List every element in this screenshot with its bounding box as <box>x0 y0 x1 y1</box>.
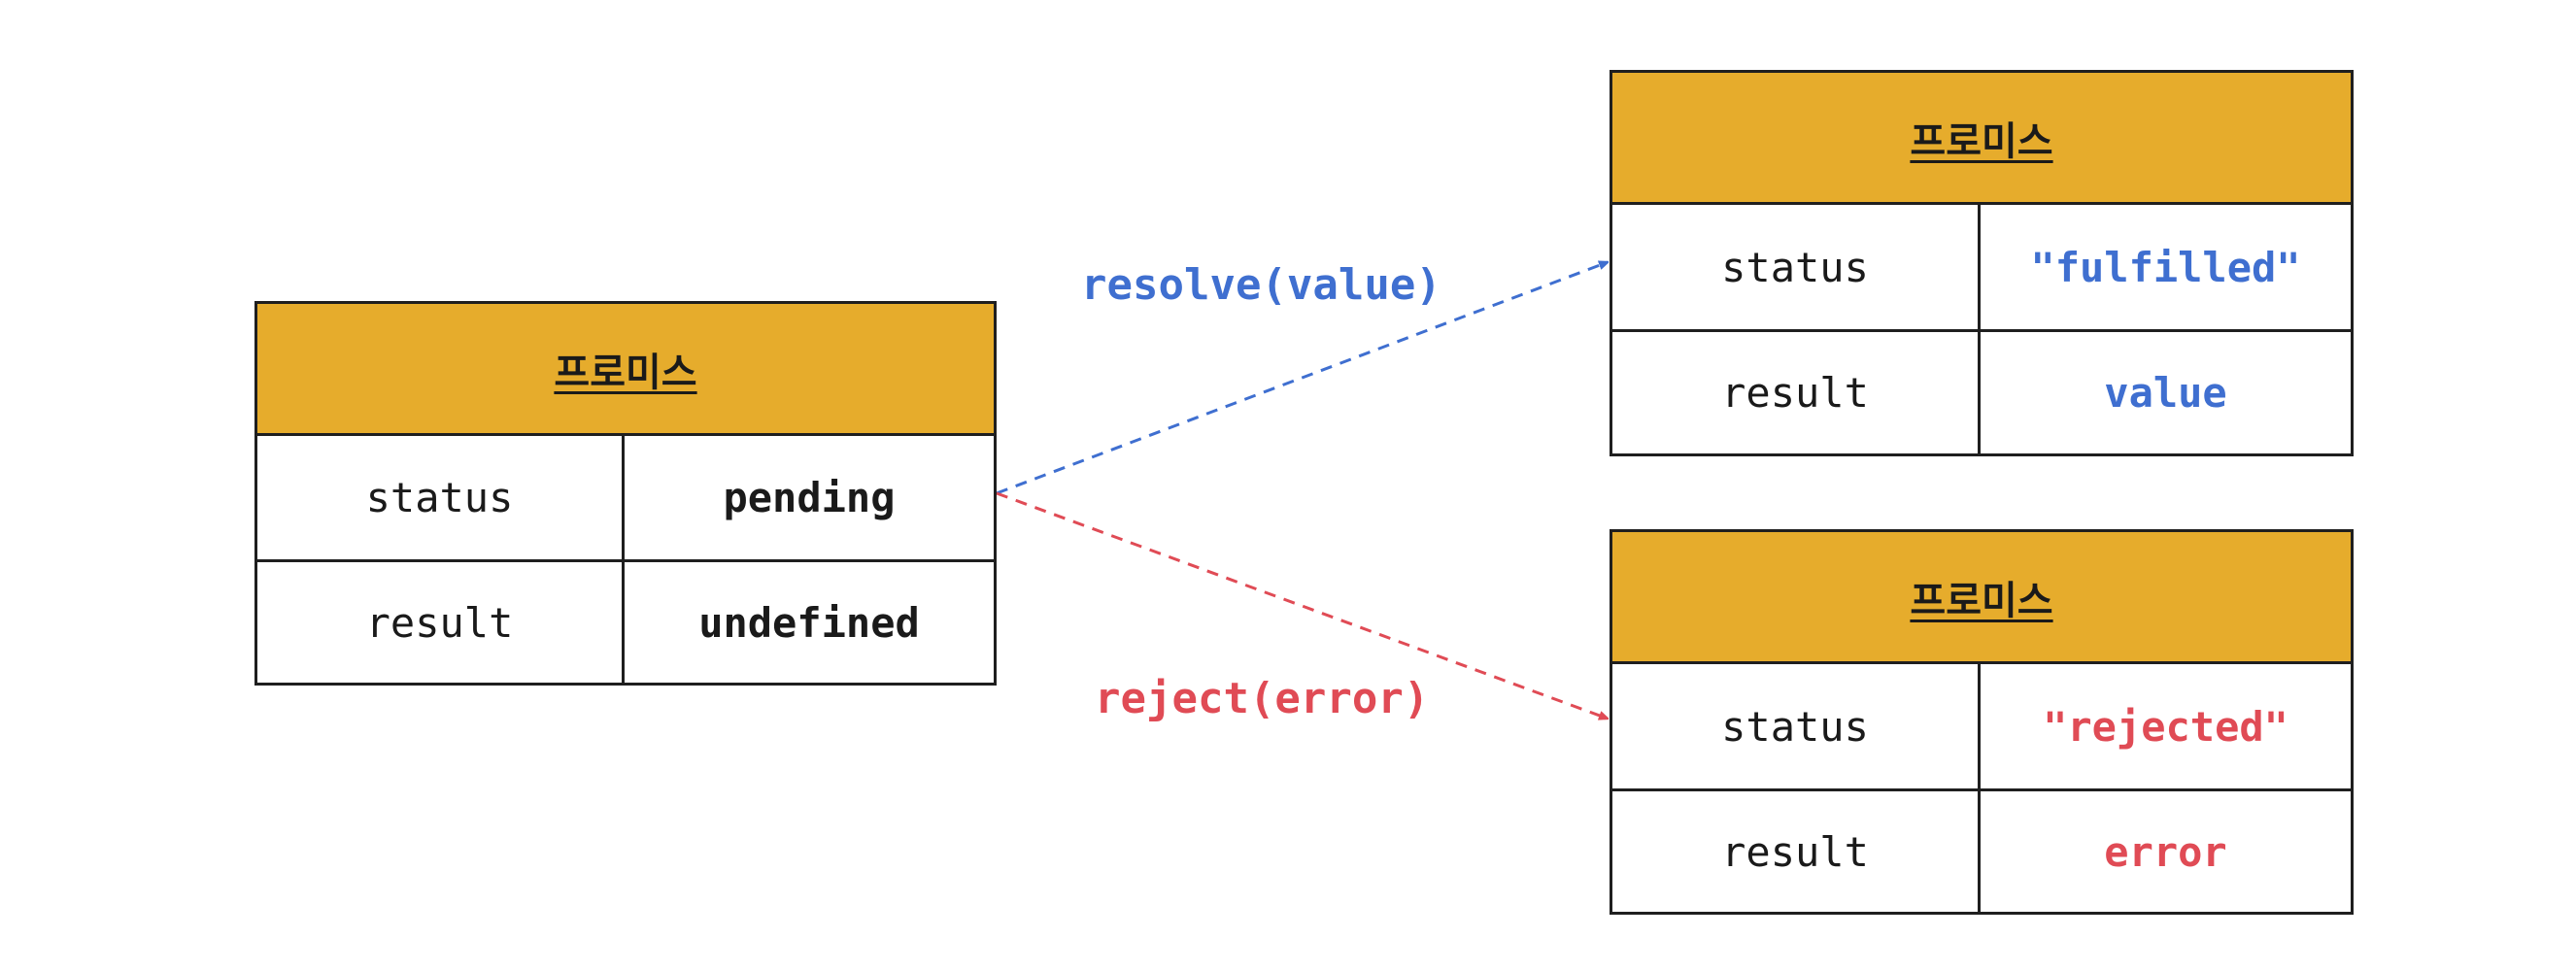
status-value: "fulfilled" <box>2030 243 2301 291</box>
promise-pending-header-label: 프로미스 <box>554 350 697 395</box>
status-key: status <box>1612 664 1981 788</box>
result-value: error <box>2104 828 2227 876</box>
promise-rejected-status-row: status "rejected" <box>1612 664 2351 788</box>
promise-pending-status-row: status pending <box>257 436 994 559</box>
promise-fulfilled-status-row: status "fulfilled" <box>1612 205 2351 329</box>
promise-pending-table: 프로미스 status pending result undefined <box>254 301 997 686</box>
promise-fulfilled-header: 프로미스 <box>1612 73 2351 205</box>
result-key: result <box>1612 791 1981 913</box>
status-key: status <box>1612 205 1981 329</box>
promise-pending-header: 프로미스 <box>257 304 994 436</box>
promise-rejected-table: 프로미스 status "rejected" result error <box>1610 529 2354 915</box>
status-value: "rejected" <box>2043 702 2288 751</box>
promise-fulfilled-header-label: 프로미스 <box>1910 118 2053 164</box>
promise-fulfilled-result-row: result value <box>1612 329 2351 453</box>
promise-rejected-header: 프로미스 <box>1612 532 2351 664</box>
promise-fulfilled-table: 프로미스 status "fulfilled" result value <box>1610 70 2354 456</box>
promise-rejected-header-label: 프로미스 <box>1910 578 2053 623</box>
reject-arrow <box>996 491 1608 719</box>
status-key: status <box>257 436 625 559</box>
result-value: undefined <box>698 598 920 647</box>
promise-pending-result-row: result undefined <box>257 559 994 683</box>
resolve-label: resolve(value) <box>1081 260 1441 310</box>
promise-rejected-result-row: result error <box>1612 788 2351 913</box>
resolve-arrow <box>996 262 1608 495</box>
result-value: value <box>2104 369 2227 417</box>
status-value: pending <box>723 474 896 521</box>
result-key: result <box>1612 332 1981 453</box>
result-key: result <box>257 562 625 683</box>
reject-label: reject(error) <box>1095 674 1430 723</box>
